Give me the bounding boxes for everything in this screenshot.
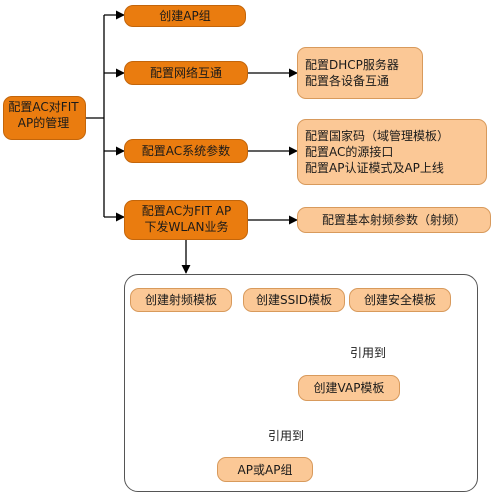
detail-network[interactable]: 配置DHCP服务器 配置各设备互通: [297, 47, 423, 99]
detail-system-item: 配置国家码（域管理模板）: [305, 129, 450, 143]
step-system-label: 配置AC系统参数: [141, 144, 231, 158]
root-line1: 配置AC对FIT: [8, 100, 79, 114]
root-line2: AP的管理: [17, 116, 70, 130]
template-radio-label: 创建射频模板: [144, 293, 217, 307]
template-security-label: 创建安全模板: [363, 293, 436, 307]
template-ssid-label: 创建SSID模板: [255, 293, 332, 307]
template-vap-label: 创建VAP模板: [313, 381, 385, 395]
template-vap[interactable]: 创建VAP模板: [298, 375, 400, 401]
step-network[interactable]: 配置网络互通: [124, 61, 248, 85]
template-security[interactable]: 创建安全模板: [349, 288, 451, 312]
reference-label: 引用到: [350, 346, 387, 360]
step-wlan-line1: 配置AC为FIT AP: [141, 204, 232, 218]
detail-network-item: 配置DHCP服务器: [305, 58, 399, 72]
detail-system[interactable]: 配置国家码（域管理模板） 配置AC的源接口 配置AP认证模式及AP上线: [297, 119, 487, 185]
step-wlan[interactable]: 配置AC为FIT AP 下发WLAN业务: [124, 200, 248, 240]
step-system[interactable]: 配置AC系统参数: [124, 139, 248, 163]
target-ap-group-label: AP或AP组: [237, 462, 293, 477]
step-create-ap-group-label: 创建AP组: [159, 9, 211, 23]
step-network-label: 配置网络互通: [149, 66, 222, 80]
reference-label: 引用到: [268, 429, 305, 443]
detail-wlan[interactable]: 配置基本射频参数（射频）: [297, 207, 491, 233]
template-ssid[interactable]: 创建SSID模板: [243, 288, 345, 312]
detail-system-item: 配置AP认证模式及AP上线: [305, 161, 444, 175]
step-wlan-line2: 下发WLAN业务: [144, 220, 229, 234]
target-ap-group[interactable]: AP或AP组: [217, 457, 313, 482]
detail-wlan-label: 配置基本射频参数（射频）: [321, 213, 466, 227]
detail-network-item: 配置各设备互通: [305, 74, 390, 88]
step-create-ap-group[interactable]: 创建AP组: [124, 5, 246, 27]
template-radio[interactable]: 创建射频模板: [130, 288, 232, 312]
detail-system-item: 配置AC的源接口: [305, 145, 394, 159]
root-node[interactable]: 配置AC对FIT AP的管理: [3, 96, 86, 140]
